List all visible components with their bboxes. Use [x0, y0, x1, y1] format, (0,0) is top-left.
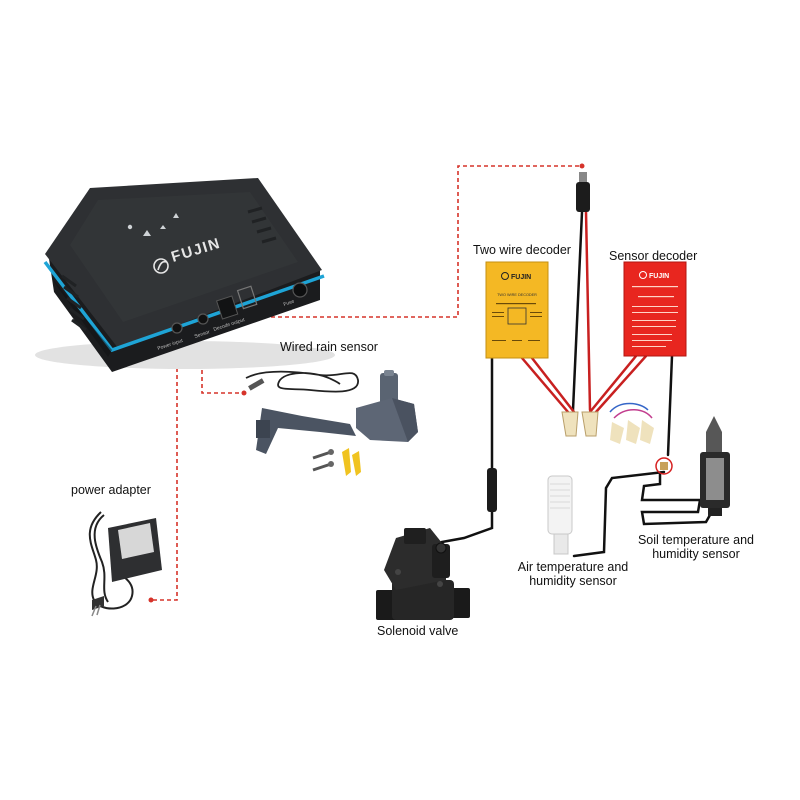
port-label-sensor: Sensor: [194, 329, 211, 340]
air-sensor-stem: [553, 533, 569, 555]
rain-sensor-clamp: [256, 420, 270, 438]
fuse-knob: [292, 282, 308, 298]
power-input-line: [151, 340, 178, 601]
sensor-decoder-brand: FUJIN: [649, 273, 669, 280]
air-sensor-label-line2: humidity sensor: [529, 574, 617, 588]
controller-top-highlight: [70, 192, 298, 322]
sensor-decoder-label: Sensor decoder: [609, 249, 698, 263]
air-sensor: [547, 475, 573, 555]
valve-solenoid: [432, 544, 450, 578]
connection-highlight: [655, 457, 673, 475]
controller-box: FUJIN Power input Sensor Decode output F…: [35, 178, 335, 372]
decode-output-line: [250, 165, 582, 318]
rain-sensor-cap: [384, 370, 394, 376]
wired-rain-sensor-label: Wired rain sensor: [280, 340, 378, 354]
air-sensor-housing: [547, 475, 573, 535]
rain-sensor-cable: [245, 370, 359, 393]
fujin-logo-icon: [153, 258, 169, 274]
power-input-port: [171, 322, 183, 334]
solenoid-valve-label: Solenoid valve: [377, 624, 459, 638]
spare-connectors: [609, 402, 654, 444]
valve-body: [392, 580, 454, 620]
soil-sensor: [700, 416, 730, 516]
two-wire-decoder-label: Two wire decoder: [473, 243, 571, 257]
soil-sensor-panel: [706, 458, 724, 500]
soil-sensor-label-line2: humidity sensor: [652, 547, 740, 561]
dashed-connections: [151, 165, 582, 601]
decode-output-port: [215, 295, 239, 320]
soil-sensor-label-line1: Soil temperature and: [637, 533, 755, 547]
power-adapter-sticker: [118, 523, 154, 559]
air-sensor-label-line1: Air temperature and: [517, 560, 629, 574]
sensor-decoder-fine-print: [632, 286, 678, 347]
soil-sensor-label: Soil temperature and humidity sensor: [630, 533, 762, 561]
two-wire-decoder-panel: [485, 261, 549, 359]
power-adapter-label: power adapter: [71, 483, 151, 497]
sensor-decoder-box: FUJIN: [623, 261, 687, 357]
rain-sensor-body-shade: [392, 398, 418, 442]
wire-connectors: [561, 411, 599, 437]
two-wire-decoder-brand: FUJIN: [511, 274, 531, 281]
decoder-cables: [440, 210, 716, 558]
dc-plug: [576, 172, 590, 212]
two-wire-decoder-box: FUJIN TWO WIRE DECODER: [485, 261, 549, 359]
valve-cap: [404, 528, 426, 544]
connection-dot: [241, 390, 247, 396]
soil-sensor-connector: [660, 462, 668, 470]
rain-sensor-bracket: [256, 408, 356, 454]
inline-connector: [487, 468, 497, 512]
reset-port: [236, 285, 258, 310]
solenoid-valve: [376, 528, 470, 620]
mounting-screws: [312, 448, 361, 476]
sensor-port: [197, 313, 209, 325]
controller-ports: [171, 282, 308, 334]
power-adapter: [88, 511, 162, 617]
two-wire-decoder-model: TWO WIRE DECODER: [497, 293, 537, 297]
connection-dot: [579, 163, 585, 169]
rain-sensor: [245, 370, 418, 476]
decoder-fine-print: [492, 303, 542, 341]
rain-sensor-jack: [248, 378, 265, 391]
connection-dot: [148, 597, 154, 603]
sensor-input-line: [201, 335, 244, 394]
controller-vents: [61, 206, 277, 332]
port-label-fuse: Fuse: [283, 299, 296, 308]
soil-sensor-cable-gland: [708, 508, 722, 516]
soil-sensor-probe: [706, 416, 722, 452]
status-leds: [127, 213, 179, 236]
air-sensor-label: Air temperature and humidity sensor: [509, 560, 637, 588]
